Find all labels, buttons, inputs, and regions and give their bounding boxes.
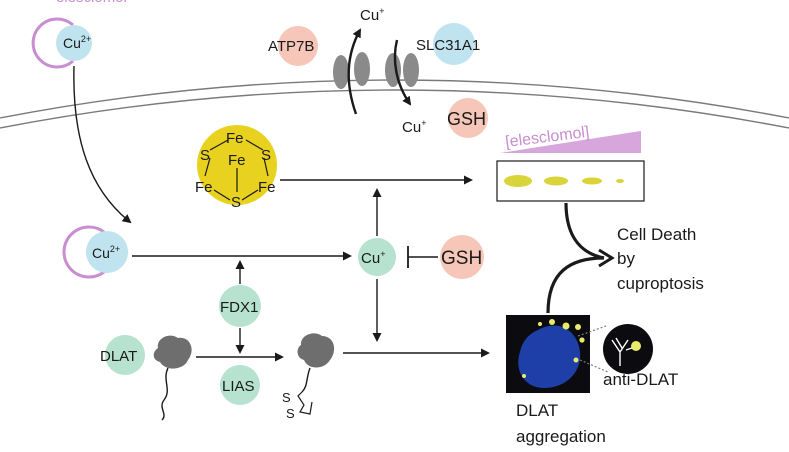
lipoylated-dlat-shape: S S — [282, 333, 335, 421]
iron-sulfur-cluster: Fe S Fe S Fe Fe S — [195, 125, 277, 211]
gsh-top-node: GSH — [447, 98, 488, 138]
atp7b-node: ATP7B — [268, 26, 318, 66]
elesclomol-top-label: elesclomol — [56, 0, 127, 6]
cu-center-label: Cu — [361, 250, 380, 267]
arrow-cu-efflux — [347, 28, 362, 115]
dlat-label: DLAT — [100, 348, 137, 365]
arrow-cu-influx — [393, 39, 412, 106]
atp7b-label: ATP7B — [268, 38, 314, 55]
cluster-fe-center: Fe — [228, 152, 246, 169]
cu2-mid-complex: Cu2+ — [62, 225, 128, 279]
cu2-top-sup: 2+ — [81, 34, 91, 44]
gsh-top-label: GSH — [447, 109, 486, 129]
cu2-mid-label: Cu — [92, 245, 110, 261]
arrow-death-head — [598, 248, 615, 268]
cu-plus-in-sup: + — [421, 118, 426, 128]
cell-death-line1: Cell Death — [617, 225, 696, 244]
cu-center-sup: + — [380, 249, 385, 259]
svg-text:Cu+: Cu+ — [360, 6, 384, 24]
anti-dlat-antibody — [577, 324, 653, 374]
cell-death-line2: by — [617, 249, 635, 268]
dlat-node: DLAT — [100, 335, 145, 375]
lipoyl-s2: S — [286, 406, 295, 421]
slc31a1-label: SLC31A1 — [416, 37, 480, 54]
western-blot-gel — [496, 160, 645, 202]
cu2-top-label: Cu — [63, 35, 81, 51]
elesclomol-gradient-wedge — [500, 131, 641, 153]
svg-text:Cu2+: Cu2+ — [92, 244, 120, 261]
svg-text:Cu2+: Cu2+ — [63, 34, 91, 51]
fdx1-label: FDX1 — [220, 299, 258, 316]
gsh-inhibition — [407, 246, 438, 268]
cluster-fe-left: Fe — [195, 179, 213, 196]
cu-plus-out-sup: + — [379, 6, 384, 16]
dlat-aggregation-line1: DLAT — [516, 401, 558, 420]
cu-plus-center-node: Cu+ — [358, 238, 396, 276]
cu-plus-out-label: Cu — [360, 7, 379, 24]
lipoyl-s1: S — [282, 390, 291, 405]
dlat-protein-shape — [153, 335, 192, 421]
arrow-cu2-entry — [73, 65, 132, 224]
lias-node: LIAS — [220, 365, 260, 405]
gsh-mid-node: GSH — [440, 235, 484, 279]
cu2-top-complex: Cu2+ — [31, 17, 92, 69]
slc31a1-node: SLC31A1 — [416, 23, 480, 65]
gsh-mid-label: GSH — [441, 248, 482, 269]
cluster-s-right: S — [261, 147, 271, 164]
transporter-channels — [333, 52, 419, 89]
cluster-s-bottom: S — [231, 194, 241, 211]
cluster-s-left: S — [200, 147, 210, 164]
fdx1-node: FDX1 — [219, 285, 261, 327]
cell-death-line3: cuproptosis — [617, 274, 704, 293]
cluster-fe-right: Fe — [258, 179, 276, 196]
cluster-fe-top: Fe — [226, 130, 244, 147]
svg-text:Cu+: Cu+ — [361, 249, 385, 267]
cu2-mid-sup: 2+ — [110, 244, 120, 254]
cell-membrane-inner — [0, 89, 789, 129]
cu-plus-in-label: Cu — [402, 119, 421, 136]
anti-dlat-label: anti-DLAT — [603, 370, 678, 389]
lias-label: LIAS — [222, 378, 255, 395]
arrow-aggregate-to-death — [546, 256, 605, 314]
svg-text:Cu+: Cu+ — [402, 118, 426, 136]
arrow-gel-to-death — [564, 202, 605, 260]
dlat-aggregation-line2: aggregation — [516, 427, 606, 446]
dlat-aggregation-image — [506, 315, 590, 393]
